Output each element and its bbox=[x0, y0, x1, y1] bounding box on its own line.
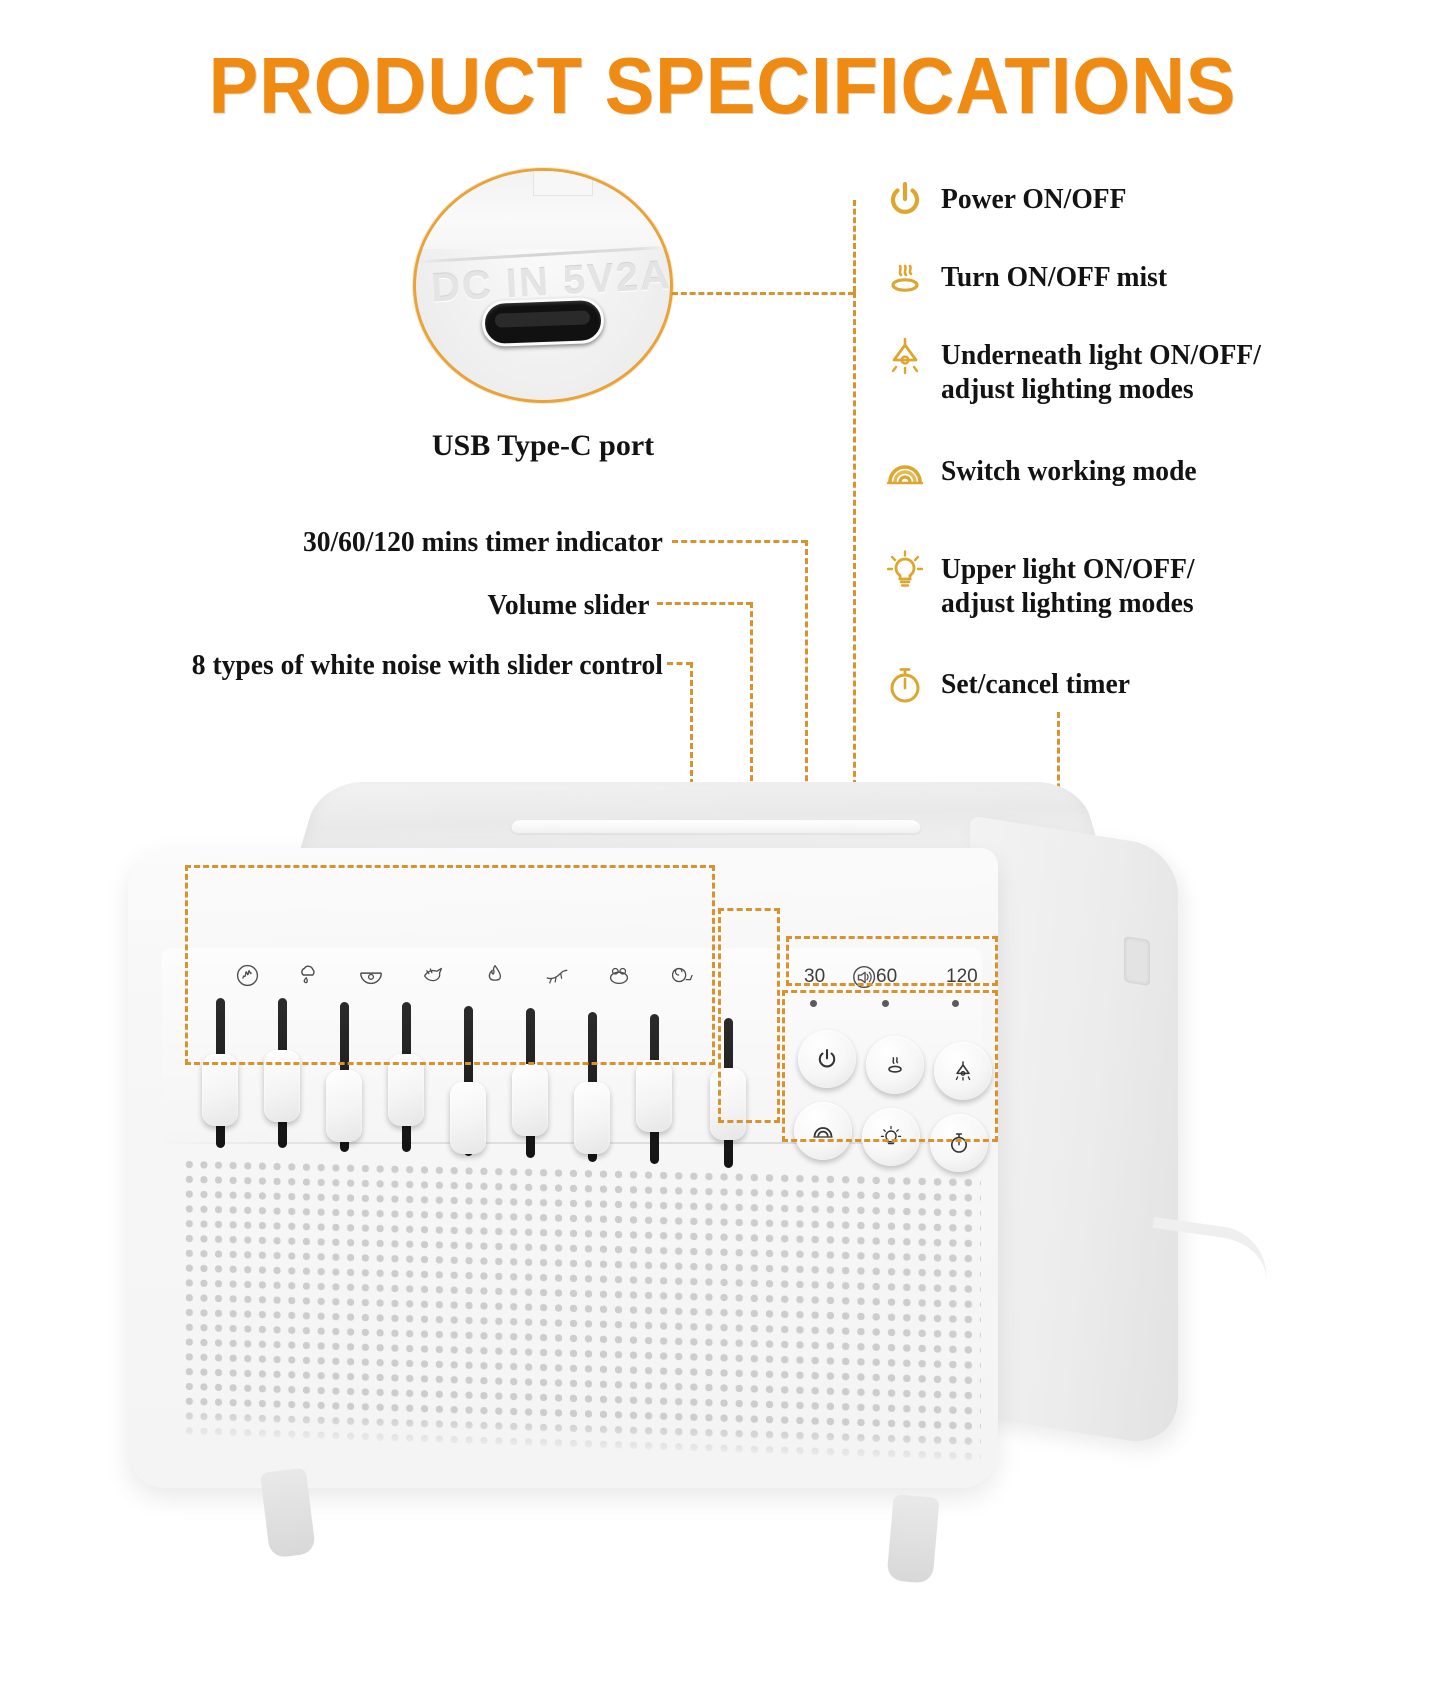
bird-icon bbox=[402, 960, 464, 990]
slider-knob-5[interactable] bbox=[450, 1082, 486, 1154]
feature-timer-label: Set/cancel timer bbox=[941, 668, 1130, 700]
usb-caption: USB Type-C port bbox=[431, 429, 655, 462]
feature-power-label: Power ON/OFF bbox=[941, 183, 1127, 215]
crickets-icon bbox=[526, 960, 588, 990]
highlight-box-volume bbox=[718, 908, 780, 1123]
feature-upper-light-label: Upper light ON/OFF/ adjust lighting mode… bbox=[941, 553, 1195, 620]
timer-led-60 bbox=[882, 1000, 889, 1007]
connector-volume-h bbox=[657, 602, 752, 605]
feature-timer: Set/cancel timer bbox=[885, 665, 1140, 707]
connector-timer-indicator-v bbox=[805, 540, 808, 935]
button-grid bbox=[794, 1030, 994, 1180]
connector-volume-v bbox=[750, 602, 753, 927]
frog-icon bbox=[588, 960, 650, 990]
slider-knob-1[interactable] bbox=[202, 1054, 238, 1126]
highlight-box-buttons bbox=[782, 990, 998, 1142]
slider-knob-3[interactable] bbox=[326, 1070, 362, 1142]
highlight-box-sliders bbox=[185, 865, 715, 1065]
label-white-noise: 8 types of white noise with slider contr… bbox=[191, 649, 663, 681]
label-timer-indicator: 30/60/120 mins timer indicator bbox=[303, 526, 663, 558]
power-button[interactable] bbox=[798, 1030, 856, 1088]
feature-upper-light: Upper light ON/OFF/ adjust lighting mode… bbox=[885, 550, 1208, 620]
feature-mist-label: Turn ON/OFF mist bbox=[941, 261, 1168, 293]
timer-mark-30: 30 bbox=[804, 966, 826, 987]
highlight-box-timer-indicator bbox=[786, 936, 998, 986]
rainbow-arc-icon bbox=[885, 452, 927, 494]
hanging-lamp-icon bbox=[885, 336, 927, 378]
feature-underneath-light: Underneath light ON/OFF/ adjust lighting… bbox=[885, 336, 1278, 406]
feature-mist: Turn ON/OFF mist bbox=[885, 258, 1179, 300]
feature-working-mode: Switch working mode bbox=[885, 452, 1210, 494]
cloud-rain-icon bbox=[278, 960, 340, 990]
underneath-light-button[interactable] bbox=[934, 1042, 992, 1100]
volume-speaker-icon bbox=[846, 960, 886, 994]
timer-mark-120: 120 bbox=[946, 966, 978, 987]
usb-housing-notch bbox=[532, 171, 593, 196]
timer-indicator-strip: 30 60 120 bbox=[800, 966, 988, 1032]
feature-power: Power ON/OFF bbox=[885, 180, 1136, 222]
white-noise-machine: 30 60 120 bbox=[110, 770, 1273, 1600]
mist-steam-icon bbox=[885, 258, 927, 300]
upper-light-button[interactable] bbox=[862, 1108, 920, 1166]
page-title: PRODUCT SPECIFICATIONS bbox=[208, 41, 1237, 130]
feature-working-mode-label: Switch working mode bbox=[941, 455, 1197, 487]
slider-bank bbox=[202, 998, 816, 1188]
speaker-grille bbox=[182, 1156, 982, 1470]
usb-c-port-icon bbox=[481, 297, 605, 348]
stopwatch-icon bbox=[885, 665, 927, 707]
sound-icon-row bbox=[216, 960, 776, 990]
slider-knob-6[interactable] bbox=[512, 1064, 548, 1136]
usb-port-closeup: DC IN 5V2A bbox=[413, 168, 673, 403]
label-volume-slider: Volume slider bbox=[487, 589, 650, 621]
ocean-wave-icon bbox=[340, 960, 402, 990]
slider-knob-4[interactable] bbox=[388, 1054, 424, 1126]
working-mode-button[interactable] bbox=[794, 1102, 852, 1160]
timer-led-120 bbox=[952, 1000, 959, 1007]
connector-timer-indicator-h bbox=[672, 540, 807, 543]
connector-noise-h bbox=[667, 662, 692, 665]
power-icon bbox=[885, 180, 927, 222]
device-leg-right bbox=[886, 1494, 940, 1584]
timer-mark-60: 60 bbox=[876, 966, 898, 987]
campfire-icon bbox=[464, 960, 526, 990]
side-vent bbox=[1124, 935, 1150, 987]
timer-button[interactable] bbox=[930, 1114, 988, 1172]
volume-slider-knob[interactable] bbox=[710, 1068, 746, 1140]
slider-track-5 bbox=[464, 1006, 473, 1156]
device-front-face: 30 60 120 bbox=[128, 848, 998, 1488]
slider-knob-7[interactable] bbox=[574, 1082, 610, 1154]
snail-icon bbox=[650, 960, 712, 990]
connector-usb-horizontal bbox=[672, 292, 854, 295]
timer-led-30 bbox=[810, 1000, 817, 1007]
connector-trunk-upper bbox=[853, 200, 856, 292]
device-side-panel bbox=[970, 815, 1178, 1449]
lightbulb-icon bbox=[885, 550, 927, 592]
mist-button[interactable] bbox=[866, 1036, 924, 1094]
connector-trunk-main bbox=[853, 292, 856, 822]
white-noise-icon bbox=[216, 960, 278, 990]
feature-underneath-light-label: Underneath light ON/OFF/ adjust lighting… bbox=[941, 339, 1261, 406]
slider-knob-8[interactable] bbox=[636, 1060, 672, 1132]
mist-outlet-slot bbox=[510, 820, 922, 834]
